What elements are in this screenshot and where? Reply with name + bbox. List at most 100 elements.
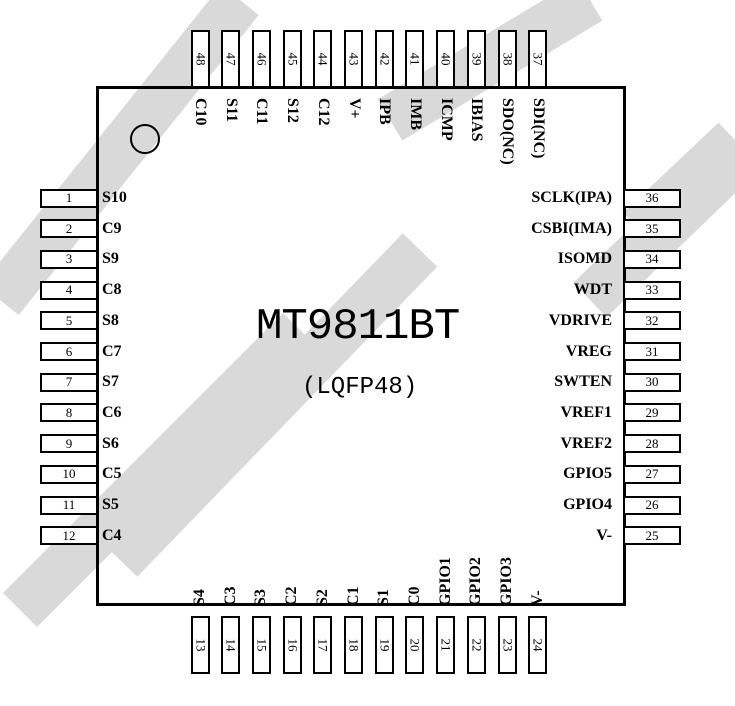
pin-18: 18	[344, 616, 363, 674]
pin-label-44: C12	[314, 98, 332, 126]
pin-label-9: S6	[102, 434, 119, 452]
pin-8: 8	[40, 403, 98, 423]
pin-label-39: IBIAS	[468, 98, 486, 142]
watermark-stroke	[623, 122, 735, 248]
pin-label-37: SDI(NC)	[529, 98, 547, 159]
pin-label-43: V+	[345, 98, 363, 119]
pin-number: 19	[377, 638, 393, 652]
pin-label-42: IPB	[376, 98, 394, 125]
pin-1: 1	[40, 188, 98, 208]
pin-41: 41	[405, 30, 425, 88]
pin-label-14: C3	[221, 586, 239, 606]
pin-label-40: ICMP	[437, 98, 455, 141]
pin-label-27: GPIO5	[563, 465, 612, 483]
pin-label-46: C11	[253, 98, 271, 125]
pin-number: 45	[285, 52, 301, 66]
pin-label-5: S8	[102, 311, 119, 329]
pin-label-48: C10	[192, 98, 209, 126]
pin-label-36: SCLK(IPA)	[531, 189, 612, 206]
pin-number: 40	[438, 52, 454, 66]
pin-12: 12	[40, 526, 98, 546]
pin-label-22: GPIO2	[467, 557, 485, 606]
pin-9: 9	[40, 434, 98, 454]
pin-number: 16	[285, 638, 301, 652]
pin-17: 17	[313, 616, 333, 674]
pin-label-47: S11	[222, 98, 240, 123]
pin-label-26: GPIO4	[563, 496, 612, 513]
pin-25: 25	[623, 526, 681, 546]
pin-13: 13	[190, 616, 210, 674]
pin-40: 40	[436, 30, 456, 88]
pin-label-8: C6	[102, 403, 122, 421]
pin-label-41: IMB	[406, 98, 424, 130]
pin-47: 47	[221, 30, 241, 88]
pin-37: 37	[528, 30, 548, 88]
pin-number: 22	[469, 638, 485, 652]
pin-label-4: C8	[102, 281, 122, 299]
pin-label-24: V-	[528, 590, 546, 606]
pin-20: 20	[405, 616, 425, 674]
pin-4: 4	[40, 280, 98, 300]
pin-label-7: S7	[102, 373, 119, 391]
pin-label-45: S12	[284, 98, 302, 123]
pin-number: 14	[223, 638, 239, 652]
pin-10: 10	[40, 464, 98, 484]
pin-number: 42	[377, 52, 393, 66]
pin-42: 42	[374, 30, 394, 88]
pin-number: 41	[407, 52, 423, 66]
pin-label-6: C7	[102, 342, 122, 360]
pin-number: 37	[530, 52, 546, 66]
pin-label-33: WDT	[573, 281, 612, 299]
pin-label-11: S5	[102, 496, 119, 513]
pin-number: 46	[254, 52, 270, 66]
part-number: MT9811BT	[256, 302, 460, 352]
pin-number: 13	[193, 638, 208, 652]
pin-6: 6	[40, 342, 98, 361]
pin-31: 31	[623, 342, 681, 361]
pin-43: 43	[344, 30, 363, 88]
pin-label-35: CSBI(IMA)	[531, 219, 612, 237]
pin-label-15: S3	[252, 589, 270, 606]
pin-label-18: C1	[344, 586, 362, 606]
pin-27: 27	[623, 464, 681, 484]
pin-15: 15	[251, 616, 271, 674]
pin-28: 28	[623, 434, 681, 454]
pin-number: 24	[530, 638, 546, 652]
pin-number: 48	[193, 52, 208, 66]
pin-7: 7	[40, 372, 98, 392]
pin-45: 45	[282, 30, 302, 88]
pin-22: 22	[466, 616, 486, 674]
pin-label-28: VREF2	[560, 434, 612, 452]
pin-number: 15	[254, 638, 270, 652]
pin-label-19: S1	[375, 589, 393, 606]
pin-number: 47	[223, 52, 239, 66]
pin-3: 3	[40, 249, 98, 269]
pin-label-20: C0	[405, 586, 423, 606]
pin-number: 17	[315, 638, 331, 652]
pin-39: 39	[466, 30, 486, 88]
pin-38: 38	[497, 30, 517, 88]
pin-16: 16	[282, 616, 302, 674]
pin-label-3: S9	[102, 250, 119, 268]
pin-number: 21	[438, 638, 454, 652]
pin-23: 23	[497, 616, 517, 674]
pin-26: 26	[623, 495, 681, 515]
pin-label-21: GPIO1	[436, 557, 454, 606]
pin-number: 44	[315, 52, 331, 66]
pin-label-38: SDO(NC)	[499, 98, 516, 165]
pin-number: 20	[407, 638, 423, 652]
pin-label-29: VREF1	[560, 403, 612, 421]
pin-48: 48	[190, 30, 210, 88]
pin-33: 33	[623, 280, 681, 300]
pin-label-16: C2	[283, 586, 301, 606]
package-label: (LQFP48)	[302, 374, 418, 401]
pin-14: 14	[221, 616, 241, 674]
pin-label-12: C4	[102, 526, 122, 544]
pin-label-17: S2	[313, 589, 331, 606]
pin-5: 5	[40, 311, 98, 331]
pin-30: 30	[623, 372, 681, 392]
pin-number: 38	[500, 52, 515, 66]
pin-2: 2	[40, 219, 98, 239]
pin-29: 29	[623, 403, 681, 423]
